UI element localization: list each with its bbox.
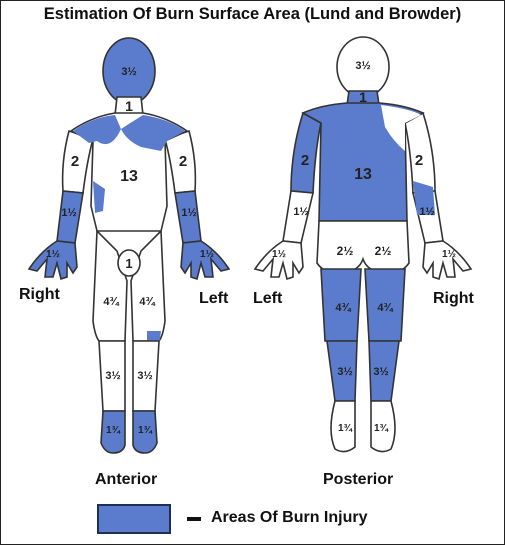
anterior-leg-left-value: 3½ xyxy=(137,370,152,382)
posterior-upper-arm-right-value: 2 xyxy=(415,152,423,169)
anterior-figure xyxy=(27,37,231,454)
anterior-side-left-label: Left xyxy=(199,290,229,307)
posterior-upper-arm-left-value: 2 xyxy=(301,152,309,169)
anterior-genitalia xyxy=(117,249,141,277)
posterior-thigh-left-value: 4¾ xyxy=(335,302,351,314)
anterior-thigh-right xyxy=(92,229,128,342)
posterior-figure xyxy=(253,36,473,453)
anterior-view-label: Anterior xyxy=(95,471,158,488)
posterior-trunk-value: 13 xyxy=(354,166,372,183)
posterior-hand-left xyxy=(253,240,304,281)
diagram-title: Estimation Of Burn Surface Area (Lund an… xyxy=(43,5,462,23)
legend-dash xyxy=(187,517,201,521)
posterior-side-right-label: Right xyxy=(433,290,474,307)
anterior-forearm-left-value: 1½ xyxy=(181,207,196,219)
posterior-side-left-label: Left xyxy=(253,290,283,307)
posterior-leg-right-value: 3½ xyxy=(373,366,388,378)
anterior-head-value: 3½ xyxy=(121,66,136,78)
anterior-hand-right-value: 1½ xyxy=(46,249,60,260)
anterior-trunk-value: 13 xyxy=(120,168,138,185)
posterior-region-labels: 3½ 1 13 2 2 1½ 1½ 1½ 1½ 2½ 2½ 4¾ 4¾ 3½ 3… xyxy=(272,60,456,434)
anterior-thigh-right-value: 4¾ xyxy=(103,296,119,308)
anterior-foot-left xyxy=(132,410,158,454)
anterior-upper-arm-right-value: 2 xyxy=(71,153,79,170)
anterior-region-labels: 3½ 1 13 2 2 1½ 1½ 1½ 1½ 1 4¾ 4¾ 3½ 3½ 1¾… xyxy=(46,66,214,436)
posterior-foot-left-value: 1¾ xyxy=(338,423,353,434)
posterior-view-label: Posterior xyxy=(323,471,394,488)
anterior-genitalia-value: 1 xyxy=(125,256,132,271)
anterior-leg-right-value: 3½ xyxy=(105,370,120,382)
posterior-forearm-left-value: 1½ xyxy=(293,206,308,218)
posterior-buttock-right-value: 2½ xyxy=(375,244,392,258)
legend-label: Areas Of Burn Injury xyxy=(211,509,368,526)
posterior-hand-right xyxy=(422,240,473,281)
anterior-hand-right xyxy=(27,240,78,281)
posterior-hand-left-value: 1½ xyxy=(272,249,286,260)
posterior-neck-value: 1 xyxy=(359,89,367,105)
anterior-foot-right xyxy=(100,410,126,454)
posterior-head-value: 3½ xyxy=(355,60,370,72)
posterior-hand-right-value: 1½ xyxy=(442,249,456,260)
posterior-buttock-left-value: 2½ xyxy=(337,244,354,258)
posterior-thigh-right-value: 4¾ xyxy=(377,302,393,314)
posterior-trunk-unburned xyxy=(381,105,421,151)
posterior-foot-right-value: 1¾ xyxy=(374,423,389,434)
posterior-foot-left xyxy=(330,400,356,453)
anterior-foot-right-value: 1¾ xyxy=(106,425,121,436)
anterior-forearm-right-value: 1½ xyxy=(61,207,76,219)
anterior-upper-arm-left-value: 2 xyxy=(179,153,187,170)
anterior-thigh-left xyxy=(130,229,166,342)
anterior-neck-value: 1 xyxy=(125,98,133,114)
anterior-hand-left xyxy=(180,240,231,281)
posterior-forearm-right-value: 1½ xyxy=(419,206,434,218)
anterior-thigh-left-value: 4¾ xyxy=(139,296,155,308)
posterior-buttocks xyxy=(316,220,410,275)
anterior-side-right-label: Right xyxy=(19,286,60,303)
anterior-trunk-burn-upper xyxy=(73,115,121,145)
legend-burn-swatch xyxy=(97,504,171,534)
posterior-foot-right xyxy=(370,400,396,453)
anterior-trunk-burn-side xyxy=(93,181,105,213)
anterior-trunk-burn-chest xyxy=(121,115,185,151)
posterior-leg-left-value: 3½ xyxy=(337,366,352,378)
posterior-thigh-right xyxy=(364,268,406,342)
anterior-foot-left-value: 1¾ xyxy=(138,425,153,436)
anterior-hand-left-value: 1½ xyxy=(200,249,214,260)
posterior-forearm-right-burn xyxy=(413,181,435,215)
